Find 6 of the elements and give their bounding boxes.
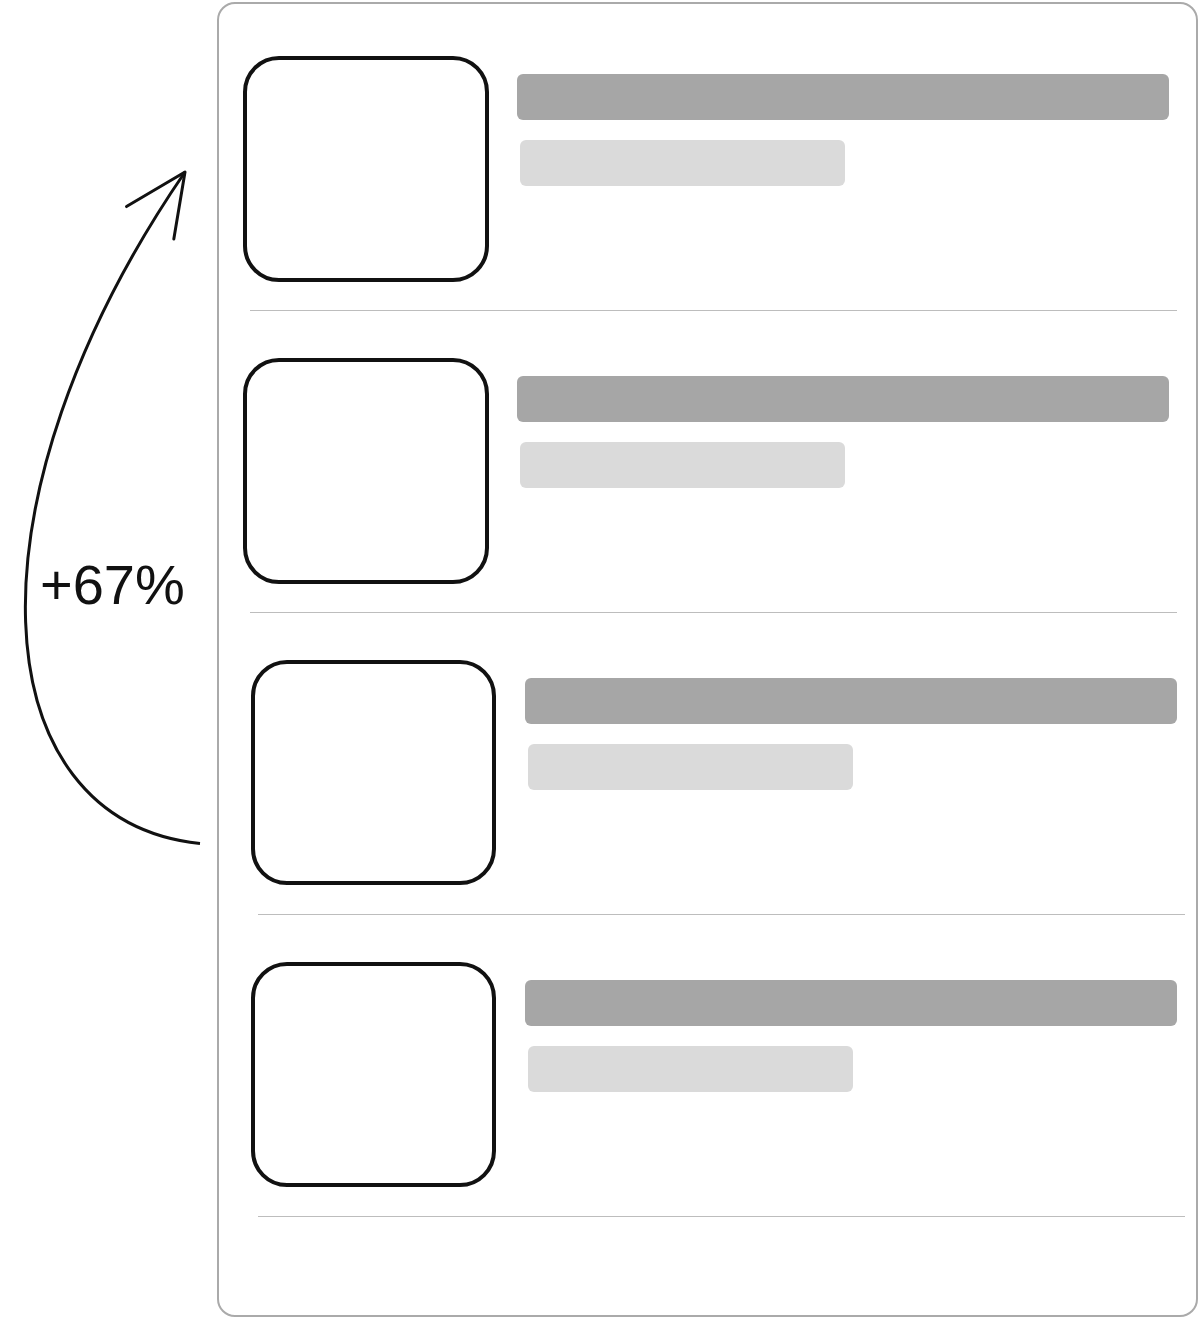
curved-arrow bbox=[24, 170, 201, 845]
thumbnail-placeholder bbox=[243, 358, 489, 584]
thumbnail-placeholder bbox=[251, 660, 496, 885]
thumbnail-placeholder bbox=[251, 962, 496, 1187]
list-panel bbox=[217, 2, 1198, 1317]
thumbnail-placeholder bbox=[243, 56, 489, 282]
